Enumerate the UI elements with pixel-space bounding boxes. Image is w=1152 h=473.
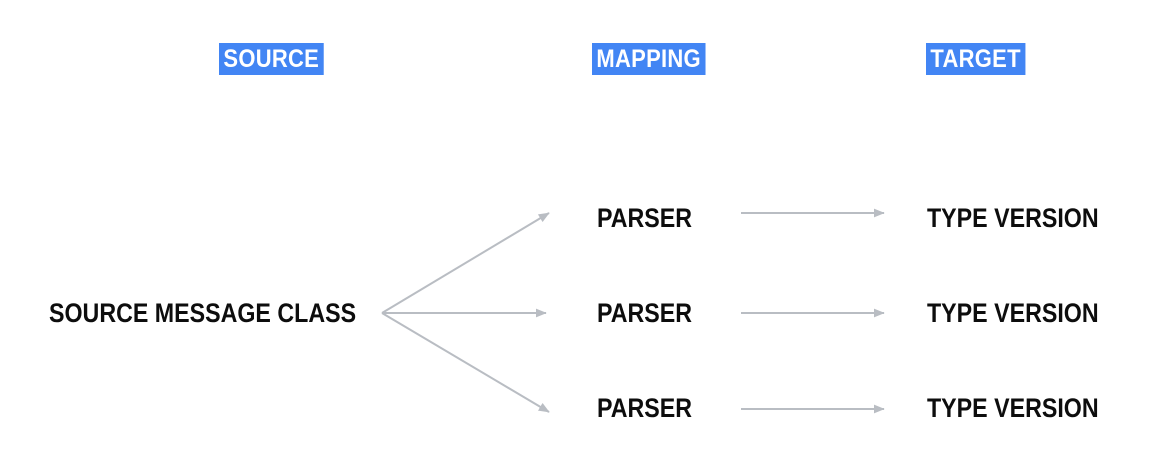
type-version-node-1: TYPE VERSION — [927, 203, 1099, 233]
parser-node-2: PARSER — [597, 298, 693, 328]
fan-arrows — [381, 212, 550, 413]
column-header-mapping: MAPPING — [592, 43, 706, 75]
type-version-node-2: TYPE VERSION — [927, 298, 1099, 328]
fan-arrow-bottom — [381, 312, 550, 413]
type-version-node-3: TYPE VERSION — [927, 393, 1099, 423]
mapping-to-target-arrows — [741, 208, 885, 414]
parser-node-3: PARSER — [597, 393, 693, 423]
column-header-source: SOURCE — [219, 43, 324, 75]
fan-arrow-top — [381, 212, 550, 314]
source-message-class-node: SOURCE MESSAGE CLASS — [49, 298, 357, 328]
parser-node-1: PARSER — [597, 203, 693, 233]
column-header-target: TARGET — [926, 43, 1026, 75]
